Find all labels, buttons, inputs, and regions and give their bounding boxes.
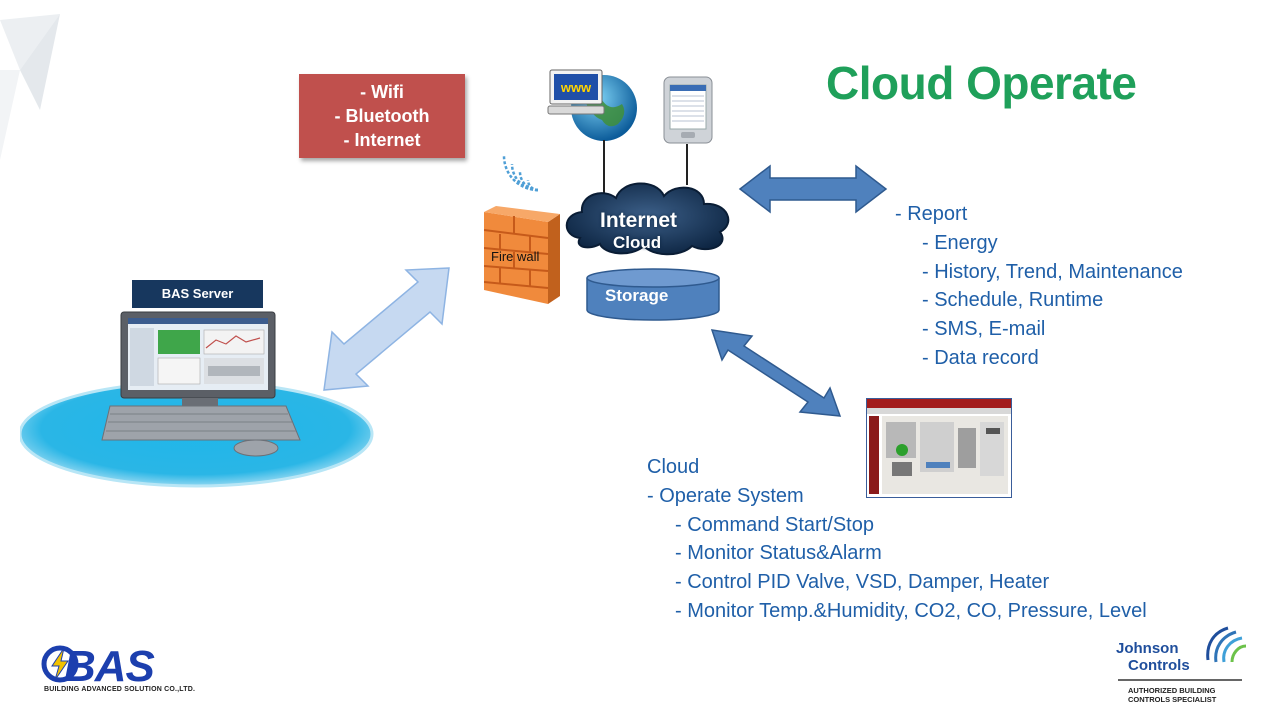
handheld-device-icon <box>663 76 713 144</box>
operate-arrow-icon <box>710 329 842 417</box>
report-heading: - Report <box>895 203 968 225</box>
johnson-controls-swirl-icon <box>1206 626 1247 663</box>
johnson-controls-name: Johnson Controls <box>1116 640 1190 674</box>
storage-cylinder-icon <box>586 268 720 321</box>
www-globe-icon: www <box>547 69 637 141</box>
operate-item-control: - Control PID Valve, VSD, Damper, Heater <box>675 571 1050 594</box>
firewall-icon <box>484 206 560 304</box>
johnson-controls-tagline: AUTHORIZED BUILDING CONTROLS SPECIALIST <box>1128 686 1216 704</box>
report-item-sms: - SMS, E-mail <box>922 318 1046 341</box>
page-title: Cloud Operate <box>826 57 1137 109</box>
jc-line1: Johnson <box>1116 640 1179 657</box>
report-item-energy: - Energy <box>922 231 998 254</box>
internet-label: Internet <box>600 209 678 232</box>
jc-tagline1: AUTHORIZED BUILDING <box>1128 686 1216 695</box>
firewall-label: Fire wall <box>491 249 540 264</box>
jc-tagline2: CONTROLS SPECIALIST <box>1128 695 1217 704</box>
corner-decoration <box>0 14 60 160</box>
operate-item-monitor-status: - Monitor Status&Alarm <box>675 542 882 565</box>
report-item-history: - History, Trend, Maintenance <box>922 260 1183 283</box>
bas-server-computer-icon <box>20 311 374 488</box>
bas-logo-text: BAS <box>64 642 155 691</box>
operate-system-screen-icon <box>866 398 1012 498</box>
bas-tagline: BUILDING ADVANCED SOLUTION CO.,LTD. <box>44 686 196 693</box>
server-cloud-arrow-icon <box>323 267 450 391</box>
operate-item-command: - Command Start/Stop <box>675 513 874 536</box>
device-connection-lines <box>603 140 688 198</box>
operate-system-heading: - Operate System <box>647 484 804 507</box>
report-item-schedule: - Schedule, Runtime <box>922 289 1104 312</box>
cloud-heading: Cloud <box>647 456 700 478</box>
report-list: - Report - Energy - History, Trend, Main… <box>895 200 1183 373</box>
cloud-operate-list: Cloud - Operate System - Command Start/S… <box>647 453 1147 626</box>
svg-text:www: www <box>560 80 592 95</box>
internet-cloud-icon <box>565 182 730 256</box>
connectivity-internet: - Internet <box>343 130 421 150</box>
storage-label: Storage <box>605 286 669 305</box>
cloud-label: Cloud <box>613 233 662 252</box>
report-arrow-icon <box>738 164 888 214</box>
jc-line2: Controls <box>1128 657 1190 674</box>
bas-logo-icon <box>41 645 79 683</box>
operate-item-monitor-temp: - Monitor Temp.&Humidity, CO2, CO, Press… <box>675 599 1147 622</box>
jc-divider <box>1118 679 1242 681</box>
connectivity-box: - Wifi - Bluetooth - Internet <box>299 74 465 158</box>
connectivity-bluetooth: - Bluetooth <box>334 106 430 126</box>
connectivity-wifi: - Wifi <box>360 82 404 102</box>
report-item-data-record: - Data record <box>922 346 1039 369</box>
bas-server-label: BAS Server <box>132 280 263 308</box>
wifi-signal-icon <box>502 155 539 192</box>
